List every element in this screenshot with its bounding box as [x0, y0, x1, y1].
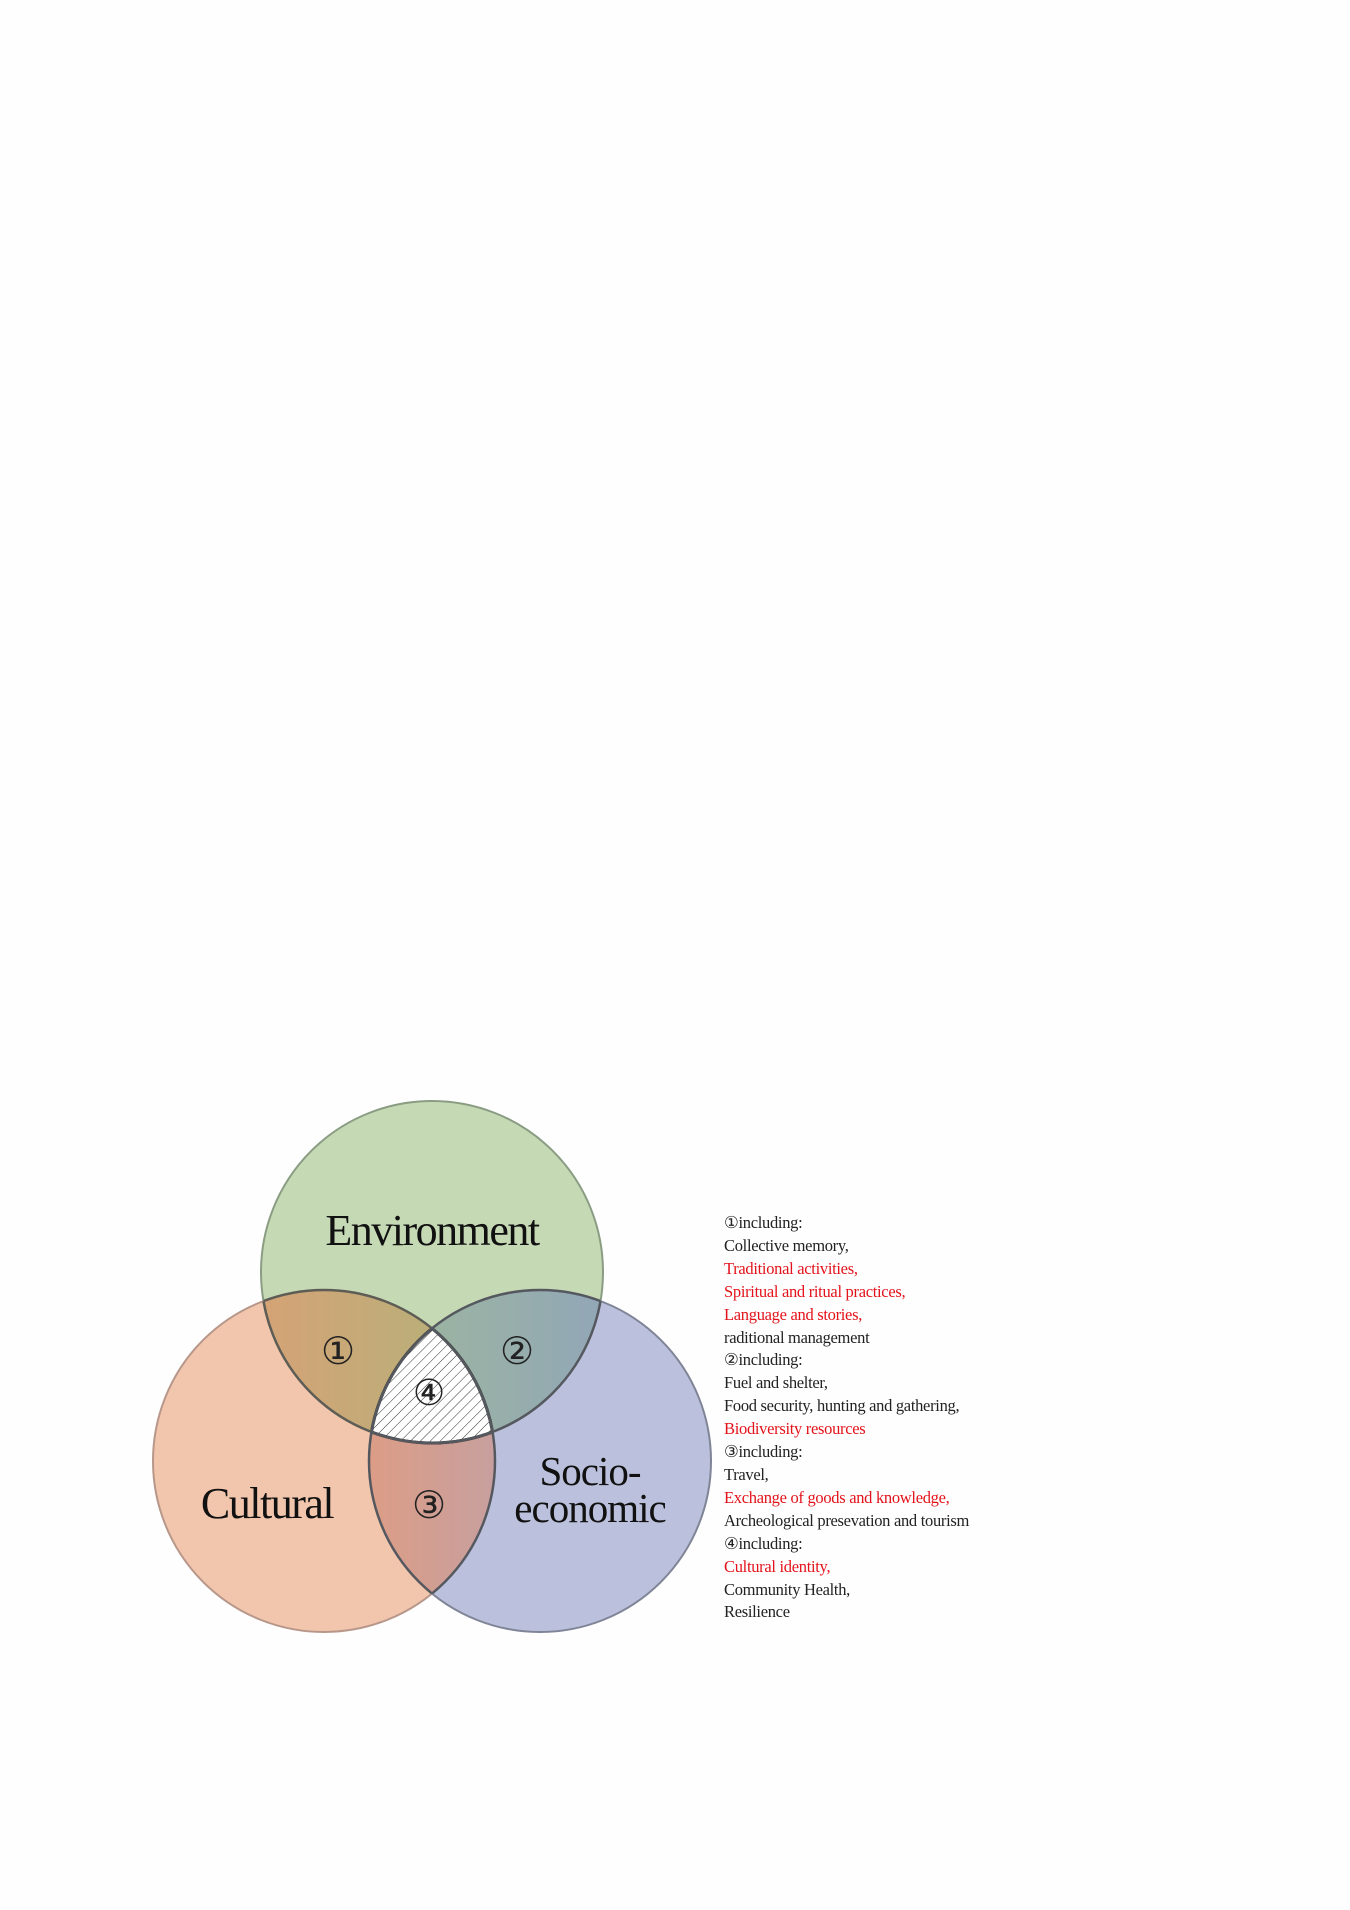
legend-item: Travel,	[724, 1464, 769, 1484]
region-3-marker: ③	[412, 1483, 446, 1527]
legend-item: Community Health,	[724, 1579, 850, 1599]
legend-item: Fuel and shelter,	[724, 1373, 828, 1393]
socioeconomic-label-line2: economic	[514, 1485, 665, 1531]
legend-item: Collective memory,	[724, 1235, 849, 1255]
legend-item: Exchange of goods and knowledge,	[724, 1487, 950, 1507]
legend-item: Language and stories,	[724, 1304, 863, 1324]
region-2-marker: ②	[500, 1329, 534, 1373]
legend-item: Resilience	[724, 1602, 790, 1622]
legend: ①including: Collective memory, Traditional…	[724, 1212, 1044, 1624]
legend-group-heading: ②including:	[724, 1350, 803, 1370]
legend-group-heading: ③including:	[724, 1442, 803, 1462]
legend-item: raditional management	[724, 1327, 870, 1347]
region-1-marker: ①	[321, 1329, 355, 1373]
cultural-label: Cultural	[201, 1479, 334, 1528]
environment-label: Environment	[325, 1206, 540, 1255]
legend-item: Cultural identity,	[724, 1556, 831, 1576]
legend-item: Archeological presevation and tourism	[724, 1510, 970, 1530]
socioeconomic-label-line1: Socio-	[539, 1448, 640, 1494]
legend-group-heading: ④including:	[724, 1533, 803, 1553]
legend-item: Food security, hunting and gathering,	[724, 1396, 960, 1416]
region-4-marker: ④	[413, 1373, 445, 1414]
legend-item: Spiritual and ritual practices,	[724, 1281, 906, 1301]
legend-item: Biodiversity resources	[724, 1419, 866, 1439]
legend-group-heading: ①including:	[724, 1213, 803, 1232]
legend-item: Traditional activities,	[724, 1258, 858, 1278]
overlap-all-three	[369, 1290, 495, 1443]
